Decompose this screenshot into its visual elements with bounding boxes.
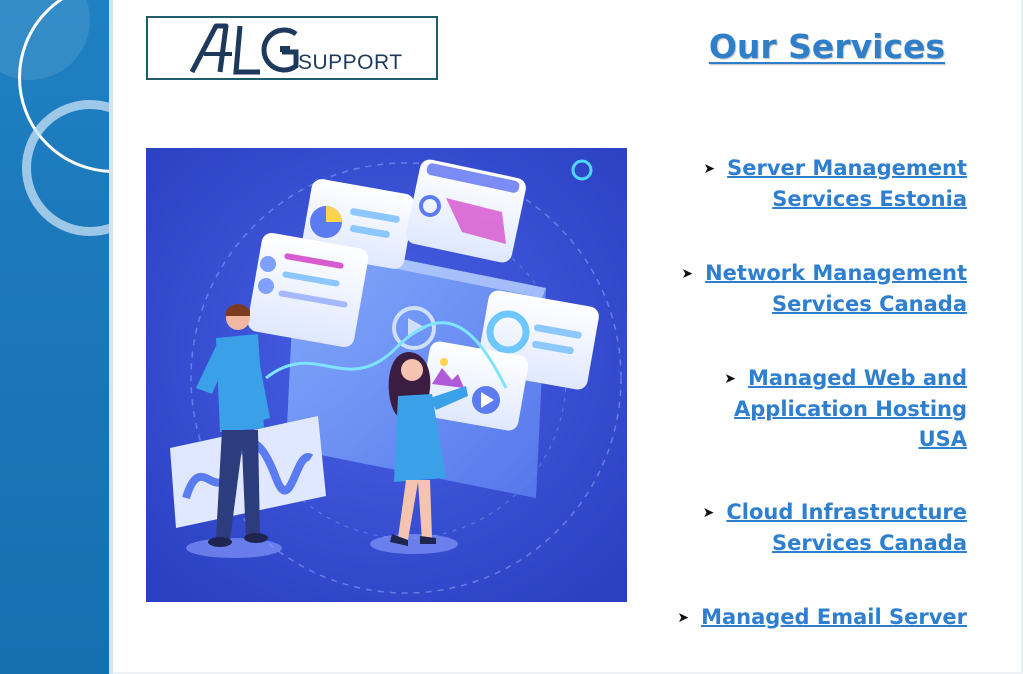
service-link-line[interactable]: Cloud Infrastructure [726,500,967,524]
service-link-line[interactable]: Application Hosting [734,397,967,421]
service-link-line[interactable]: Services Estonia [772,187,967,211]
service-link-line[interactable]: Services Canada [771,531,967,555]
page-title[interactable]: Our Services [708,27,945,66]
right-border [1021,0,1023,674]
service-item-server-management[interactable]: ➤ Server Management Services Estonia [703,153,967,214]
service-item-email-server[interactable]: ➤ Managed Email Server [677,602,967,633]
side-band-edge [109,0,113,674]
side-decoration-band [0,0,113,674]
service-item-web-hosting[interactable]: ➤ Managed Web and Application Hosting USA [724,363,967,454]
service-link-line[interactable]: Managed Web and [748,366,967,390]
service-link-line[interactable]: USA [918,427,967,451]
service-link-line[interactable]: Server Management [727,156,967,180]
arrowhead-bullet-icon: ➤ [703,161,716,177]
logo-text: SUPPORT [298,51,403,74]
hero-illustration [146,148,627,602]
service-link-line[interactable]: Managed Email Server [701,605,967,629]
company-logo: SUPPORT [146,16,438,80]
arrowhead-bullet-icon: ➤ [677,610,690,626]
service-link-line[interactable]: Services Canada [771,292,967,316]
arrowhead-bullet-icon: ➤ [681,266,694,282]
service-item-cloud-infrastructure[interactable]: ➤ Cloud Infrastructure Services Canada [703,497,967,558]
alg-logo-mark-icon [189,23,299,75]
service-link-line[interactable]: Network Management [705,261,967,285]
bottom-border [113,672,1023,674]
arrowhead-bullet-icon: ➤ [702,505,715,521]
arrowhead-bullet-icon: ➤ [724,371,737,387]
decorative-ring-small [22,100,113,236]
service-item-network-management[interactable]: ➤ Network Management Services Canada [681,258,967,319]
